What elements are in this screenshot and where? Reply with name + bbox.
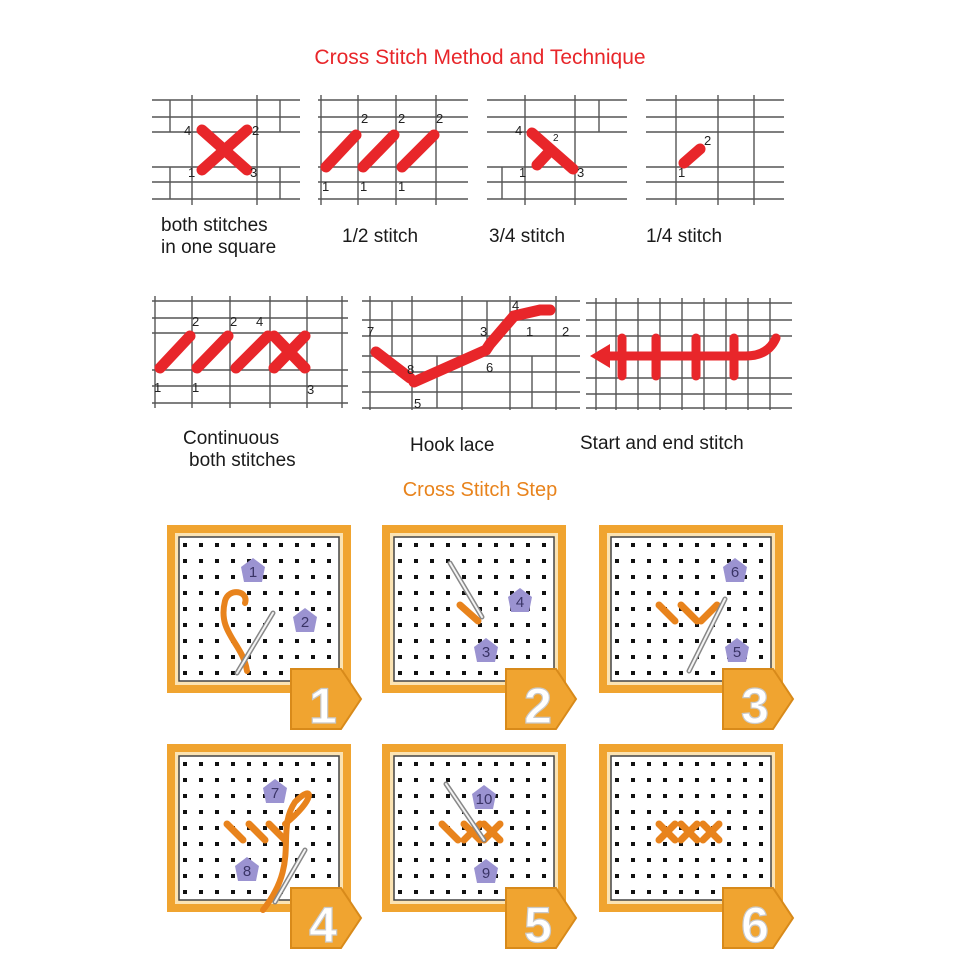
stitch-number: 2 xyxy=(361,111,368,126)
label-hook-lace: Hook lace xyxy=(410,435,495,456)
label-half-stitch: 1/2 stitch xyxy=(342,226,419,247)
step-number: 1 xyxy=(309,678,337,734)
stitch-number: 2 xyxy=(436,111,443,126)
step-badge: 7 xyxy=(263,779,287,803)
step-badge: 1 xyxy=(241,558,265,582)
stitch-number: 2 xyxy=(192,314,199,329)
thread-stitch xyxy=(677,601,701,625)
stitch-number: 1 xyxy=(526,324,533,339)
stitch-number: 1 xyxy=(322,179,329,194)
step-number: 4 xyxy=(309,897,337,953)
stitch-number: 1 xyxy=(678,165,685,180)
stitch-number: 3 xyxy=(577,165,584,180)
stitch-number: 4 xyxy=(512,298,519,313)
stitch-number: 8 xyxy=(407,362,414,377)
diagram-hook-lace: 4 7 3 1 2 8 6 5 xyxy=(362,296,580,410)
stitch-number: 2 xyxy=(398,111,405,126)
thread-stitch xyxy=(223,820,247,844)
diagram-half-stitch: 2 2 2 1 1 1 xyxy=(318,95,468,205)
thread-stitch xyxy=(245,820,269,844)
step-number-tab: 3 xyxy=(722,668,795,735)
step-number: 5 xyxy=(524,897,552,953)
step-badge: 2 xyxy=(293,608,317,632)
badge-number: 7 xyxy=(271,785,279,802)
stitch-number: 3 xyxy=(250,165,257,180)
stitch-number: 7 xyxy=(367,324,374,339)
step-panel-4: 7 8 4 xyxy=(167,744,363,954)
stitch-number: 5 xyxy=(414,396,421,410)
step-number: 2 xyxy=(524,678,552,734)
thread-stitch xyxy=(655,820,679,844)
step-badge: 8 xyxy=(235,857,259,881)
thread-icon xyxy=(220,589,250,674)
badge-number: 10 xyxy=(476,791,493,808)
thread-stitch xyxy=(480,820,504,844)
step-number-tab: 1 xyxy=(290,668,363,735)
stitch-number: 1 xyxy=(192,380,199,395)
diagram-both-stitches: 4 2 1 3 xyxy=(152,95,300,205)
thread-stitch xyxy=(456,601,482,625)
label-three-quarter-stitch: 3/4 stitch xyxy=(489,226,566,247)
step-number: 3 xyxy=(741,678,769,734)
label-start-and-end-stitch: Start and end stitch xyxy=(580,433,744,454)
stitch-number: 2 xyxy=(553,133,559,144)
stitch-number: 2 xyxy=(704,133,711,148)
thread-stitch xyxy=(677,820,701,844)
diagram-quarter-stitch: 2 1 xyxy=(646,95,784,205)
step-badge: 6 xyxy=(723,558,747,582)
stitch-number: 1 xyxy=(154,380,161,395)
stitch-number: 1 xyxy=(188,165,195,180)
stitch-number: 2 xyxy=(562,324,569,339)
badge-number: 3 xyxy=(482,644,490,661)
step-badge: 10 xyxy=(472,785,496,809)
stitch-number: 2 xyxy=(230,314,237,329)
stitch-number: 4 xyxy=(184,123,191,138)
thread-stitch xyxy=(655,601,679,625)
stitch-number: 2 xyxy=(252,123,259,138)
label-quarter-stitch: 1/4 stitch xyxy=(646,226,723,247)
step-number-tab: 5 xyxy=(505,887,578,954)
step-badge: 4 xyxy=(508,588,532,612)
stitch-number: 3 xyxy=(480,324,487,339)
step-badge: 5 xyxy=(725,638,749,662)
step-panel-3: 6 53 xyxy=(599,525,795,735)
step-number-tab: 6 xyxy=(722,887,795,954)
thread-stitch xyxy=(699,820,723,844)
badge-number: 2 xyxy=(301,614,309,631)
thread-stitch xyxy=(697,601,721,625)
stitch-number: 1 xyxy=(519,165,526,180)
step-badge: 3 xyxy=(474,638,498,662)
stitch-number: 1 xyxy=(360,179,367,194)
badge-number: 1 xyxy=(249,564,257,581)
steps-title: Cross Stitch Step xyxy=(402,479,558,501)
step-badge: 9 xyxy=(474,859,498,883)
badge-number: 4 xyxy=(516,594,524,611)
badge-number: 9 xyxy=(482,865,490,882)
badge-number: 8 xyxy=(243,863,251,880)
diagram-start-and-end-stitch xyxy=(586,298,792,410)
label-continuous-both-stitches: Continuous both stitches xyxy=(183,428,296,471)
fabric-grid xyxy=(615,543,763,675)
diagram-three-quarter-stitch: 4 2 1 3 xyxy=(487,95,627,205)
label-both-stitches: both stitches in one square xyxy=(161,215,277,258)
step-number-tab: 4 xyxy=(290,887,363,954)
step-panel-2: 4 3 2 xyxy=(382,525,578,735)
step-number-tab: 2 xyxy=(505,668,578,735)
step-number: 6 xyxy=(741,897,769,953)
step-panel-1: 1 2 1 xyxy=(167,525,363,735)
stitch-number: 4 xyxy=(515,123,522,138)
stitch-number: 4 xyxy=(256,314,263,329)
stitch-number: 1 xyxy=(398,179,405,194)
badge-number: 5 xyxy=(733,644,741,661)
thread-stitch xyxy=(438,820,462,844)
diagram-continuous-both-stitches: 2 2 4 1 1 3 xyxy=(152,296,348,408)
thread-icon xyxy=(260,790,312,913)
thread-stitch xyxy=(265,820,289,844)
step-panel-6: 6 xyxy=(599,744,795,954)
badge-number: 6 xyxy=(731,564,739,581)
stitch-number: 6 xyxy=(486,360,493,375)
step-panel-5: 10 9 5 xyxy=(382,744,578,954)
section-title: Cross Stitch Method and Technique xyxy=(314,46,646,69)
stitch-number: 3 xyxy=(307,382,314,397)
